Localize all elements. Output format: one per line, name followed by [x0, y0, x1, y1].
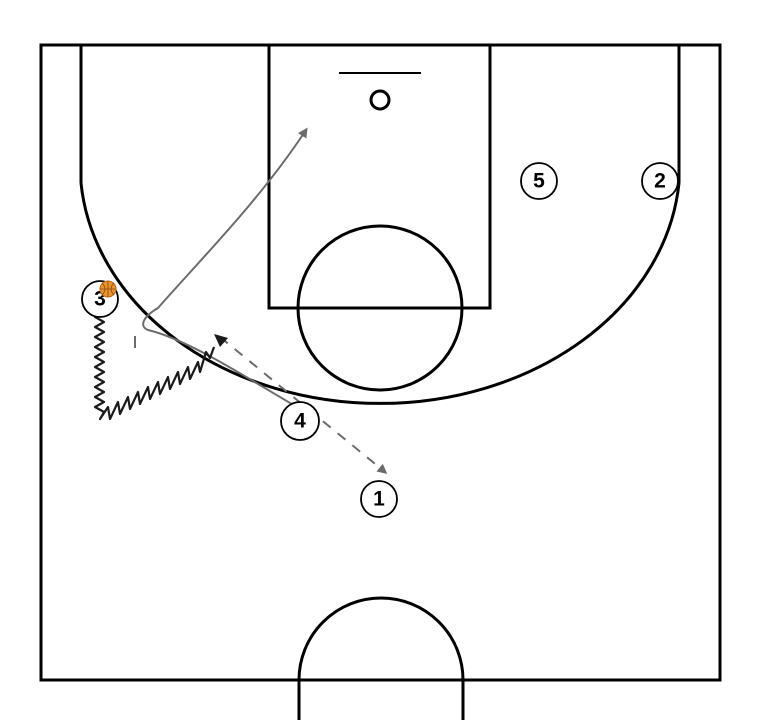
player-5: 5 — [520, 162, 558, 200]
player-1: 1 — [360, 480, 398, 518]
dribble-arrowhead — [214, 334, 228, 347]
player-4: 4 — [280, 401, 320, 441]
player-2: 2 — [641, 162, 679, 200]
player-5-label: 5 — [533, 170, 545, 193]
court-boundary — [39, 43, 722, 682]
cut-path — [142, 127, 308, 411]
paint — [267, 43, 492, 310]
three-point-arc — [79, 182, 681, 405]
center-circle — [297, 596, 465, 720]
player-3-label: 3 — [94, 288, 106, 311]
movement-paths — [93, 127, 388, 474]
player-1-label: 1 — [373, 488, 385, 511]
player-2-label: 2 — [654, 170, 666, 193]
basketball-icon — [99, 280, 117, 298]
player-4-label: 4 — [294, 410, 306, 433]
rim — [369, 89, 391, 111]
court-lines — [39, 43, 722, 720]
dribble-path — [93, 311, 216, 421]
pass-path — [219, 336, 388, 474]
free-throw-circle — [296, 224, 464, 392]
players: 5 2 3 4 1 — [81, 162, 679, 518]
